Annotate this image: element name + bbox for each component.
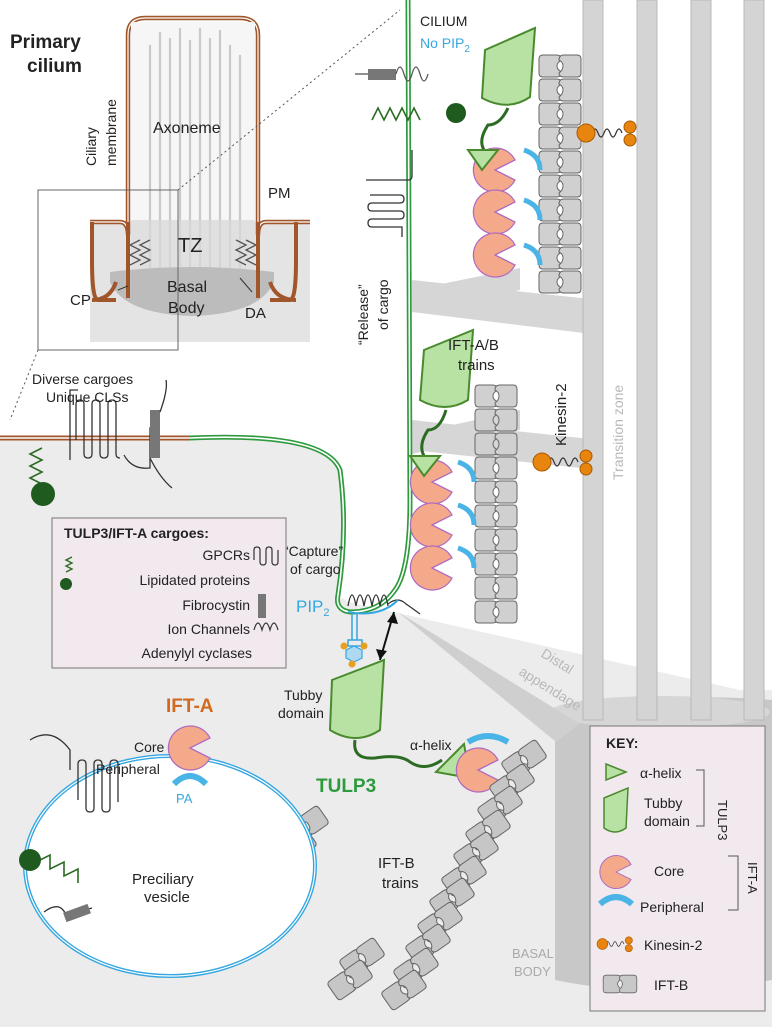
pip2-text: PIP <box>296 597 323 616</box>
fibrocystin-icon <box>258 594 266 618</box>
ciliary-label-2: membrane <box>103 99 119 166</box>
alpha-helix-label: α-helix <box>410 737 452 753</box>
ifta-label: IFT-A <box>166 696 214 717</box>
key-tubby-1: Tubby <box>644 795 682 811</box>
capture-site <box>340 594 421 668</box>
iftb-trains-label-2: trains <box>382 875 419 892</box>
key-tulp3: TULP3 <box>715 800 730 840</box>
cilium-label: CILIUM <box>420 13 467 29</box>
tubby-label-1: Tubby <box>284 687 322 703</box>
basal-body-inset-1: Basal <box>167 279 207 296</box>
key-alpha-helix: α-helix <box>640 765 682 781</box>
primary-cilium-inset <box>9 9 401 421</box>
key-iftb: IFT-B <box>654 977 688 993</box>
key-title: KEY: <box>606 735 638 751</box>
tubby-domain-key-icon <box>603 786 629 833</box>
diverse-cargoes-label: Diverse cargoes <box>32 371 133 387</box>
ion-channel-icon <box>253 622 279 633</box>
pip2-label: PIP2 <box>296 597 330 619</box>
key-ifta: IFT-A <box>745 862 760 894</box>
cp-label: CP <box>70 292 91 309</box>
release-label-1: “Release” <box>355 284 371 345</box>
tz-label: TZ <box>178 235 202 257</box>
peripheral-key-icon <box>598 894 634 907</box>
cargo-item-gpcrs: GPCRs <box>203 547 250 563</box>
kinesin2-label: Kinesin-2 <box>553 383 570 446</box>
cargo-box-title: TULP3/IFT-A cargoes: <box>64 525 209 541</box>
cargo-item-lipidated: Lipidated proteins <box>139 572 250 588</box>
basal-body-inset-2: Body <box>168 300 204 317</box>
ciliary-label-1: Ciliary <box>83 127 99 166</box>
key-peripheral: Peripheral <box>640 899 704 915</box>
preciliary-vesicle <box>19 725 317 978</box>
release-label-2: of cargo <box>375 279 391 330</box>
key-box: KEY: α-helix Tubby domain TULP3 Core Per… <box>589 725 766 1012</box>
pa-label: PA <box>176 791 193 806</box>
basal-body-label-1: BASAL <box>512 946 554 961</box>
distal-appendage-wedge <box>398 612 580 742</box>
key-core: Core <box>654 863 685 879</box>
tulp3-label: TULP3 <box>316 776 376 797</box>
tulp3-protein <box>328 658 510 793</box>
alpha-helix-key-icon <box>605 762 629 782</box>
cargo-item-adenylyl: Adenylyl cyclases <box>142 645 253 661</box>
ciliary-membrane <box>189 0 413 615</box>
plasma-membrane-cargoes <box>28 379 173 506</box>
iftab-label-2: trains <box>458 357 495 374</box>
lipid-anchor-icon <box>60 578 72 590</box>
pip2-subscript: 2 <box>323 607 329 619</box>
key-tubby-2: domain <box>644 813 690 829</box>
cargo-item-fibrocystin: Fibrocystin <box>182 597 250 613</box>
capture-label-2: of cargo <box>290 561 341 577</box>
peripheral-label: Peripheral <box>96 761 160 777</box>
unique-clss-label: Unique CLSs <box>46 389 129 405</box>
no-pip2-label: No PIP2 <box>420 35 470 55</box>
pm-label: PM <box>268 185 291 202</box>
da-label: DA <box>245 305 266 322</box>
tubby-label-2: domain <box>278 705 324 721</box>
inset-title-line1: Primary <box>10 32 81 53</box>
axoneme-microtubules <box>582 0 765 721</box>
inset-title-line2: cilium <box>27 56 82 77</box>
cargo-box: TULP3/IFT-A cargoes: GPCRs Lipidated pro… <box>51 517 287 669</box>
key-kinesin2: Kinesin-2 <box>644 937 703 953</box>
middle-ift-train <box>408 328 593 624</box>
transition-zone-label: Transition zone <box>610 385 626 480</box>
no-pip2-text: No PIP <box>420 35 464 51</box>
cilium-cargoes <box>355 66 466 237</box>
core-label: Core <box>134 739 165 755</box>
preciliary-label-1: Preciliary <box>132 871 194 888</box>
no-pip2-subscript: 2 <box>464 44 470 55</box>
iftb-trains-label-1: IFT-B <box>378 855 415 872</box>
basal-body-label-2: BODY <box>514 964 551 979</box>
capture-label-1: “Capture” <box>284 543 343 559</box>
axoneme-label: Axoneme <box>153 120 221 137</box>
preciliary-label-2: vesicle <box>144 889 190 906</box>
cargo-item-ion-channels: Ion Channels <box>167 621 250 637</box>
lipidated-protein-icon <box>64 556 74 573</box>
gpcr-icon <box>253 546 279 566</box>
upper-ift-train <box>466 26 637 294</box>
iftab-label-1: IFT-A/B <box>448 337 499 354</box>
